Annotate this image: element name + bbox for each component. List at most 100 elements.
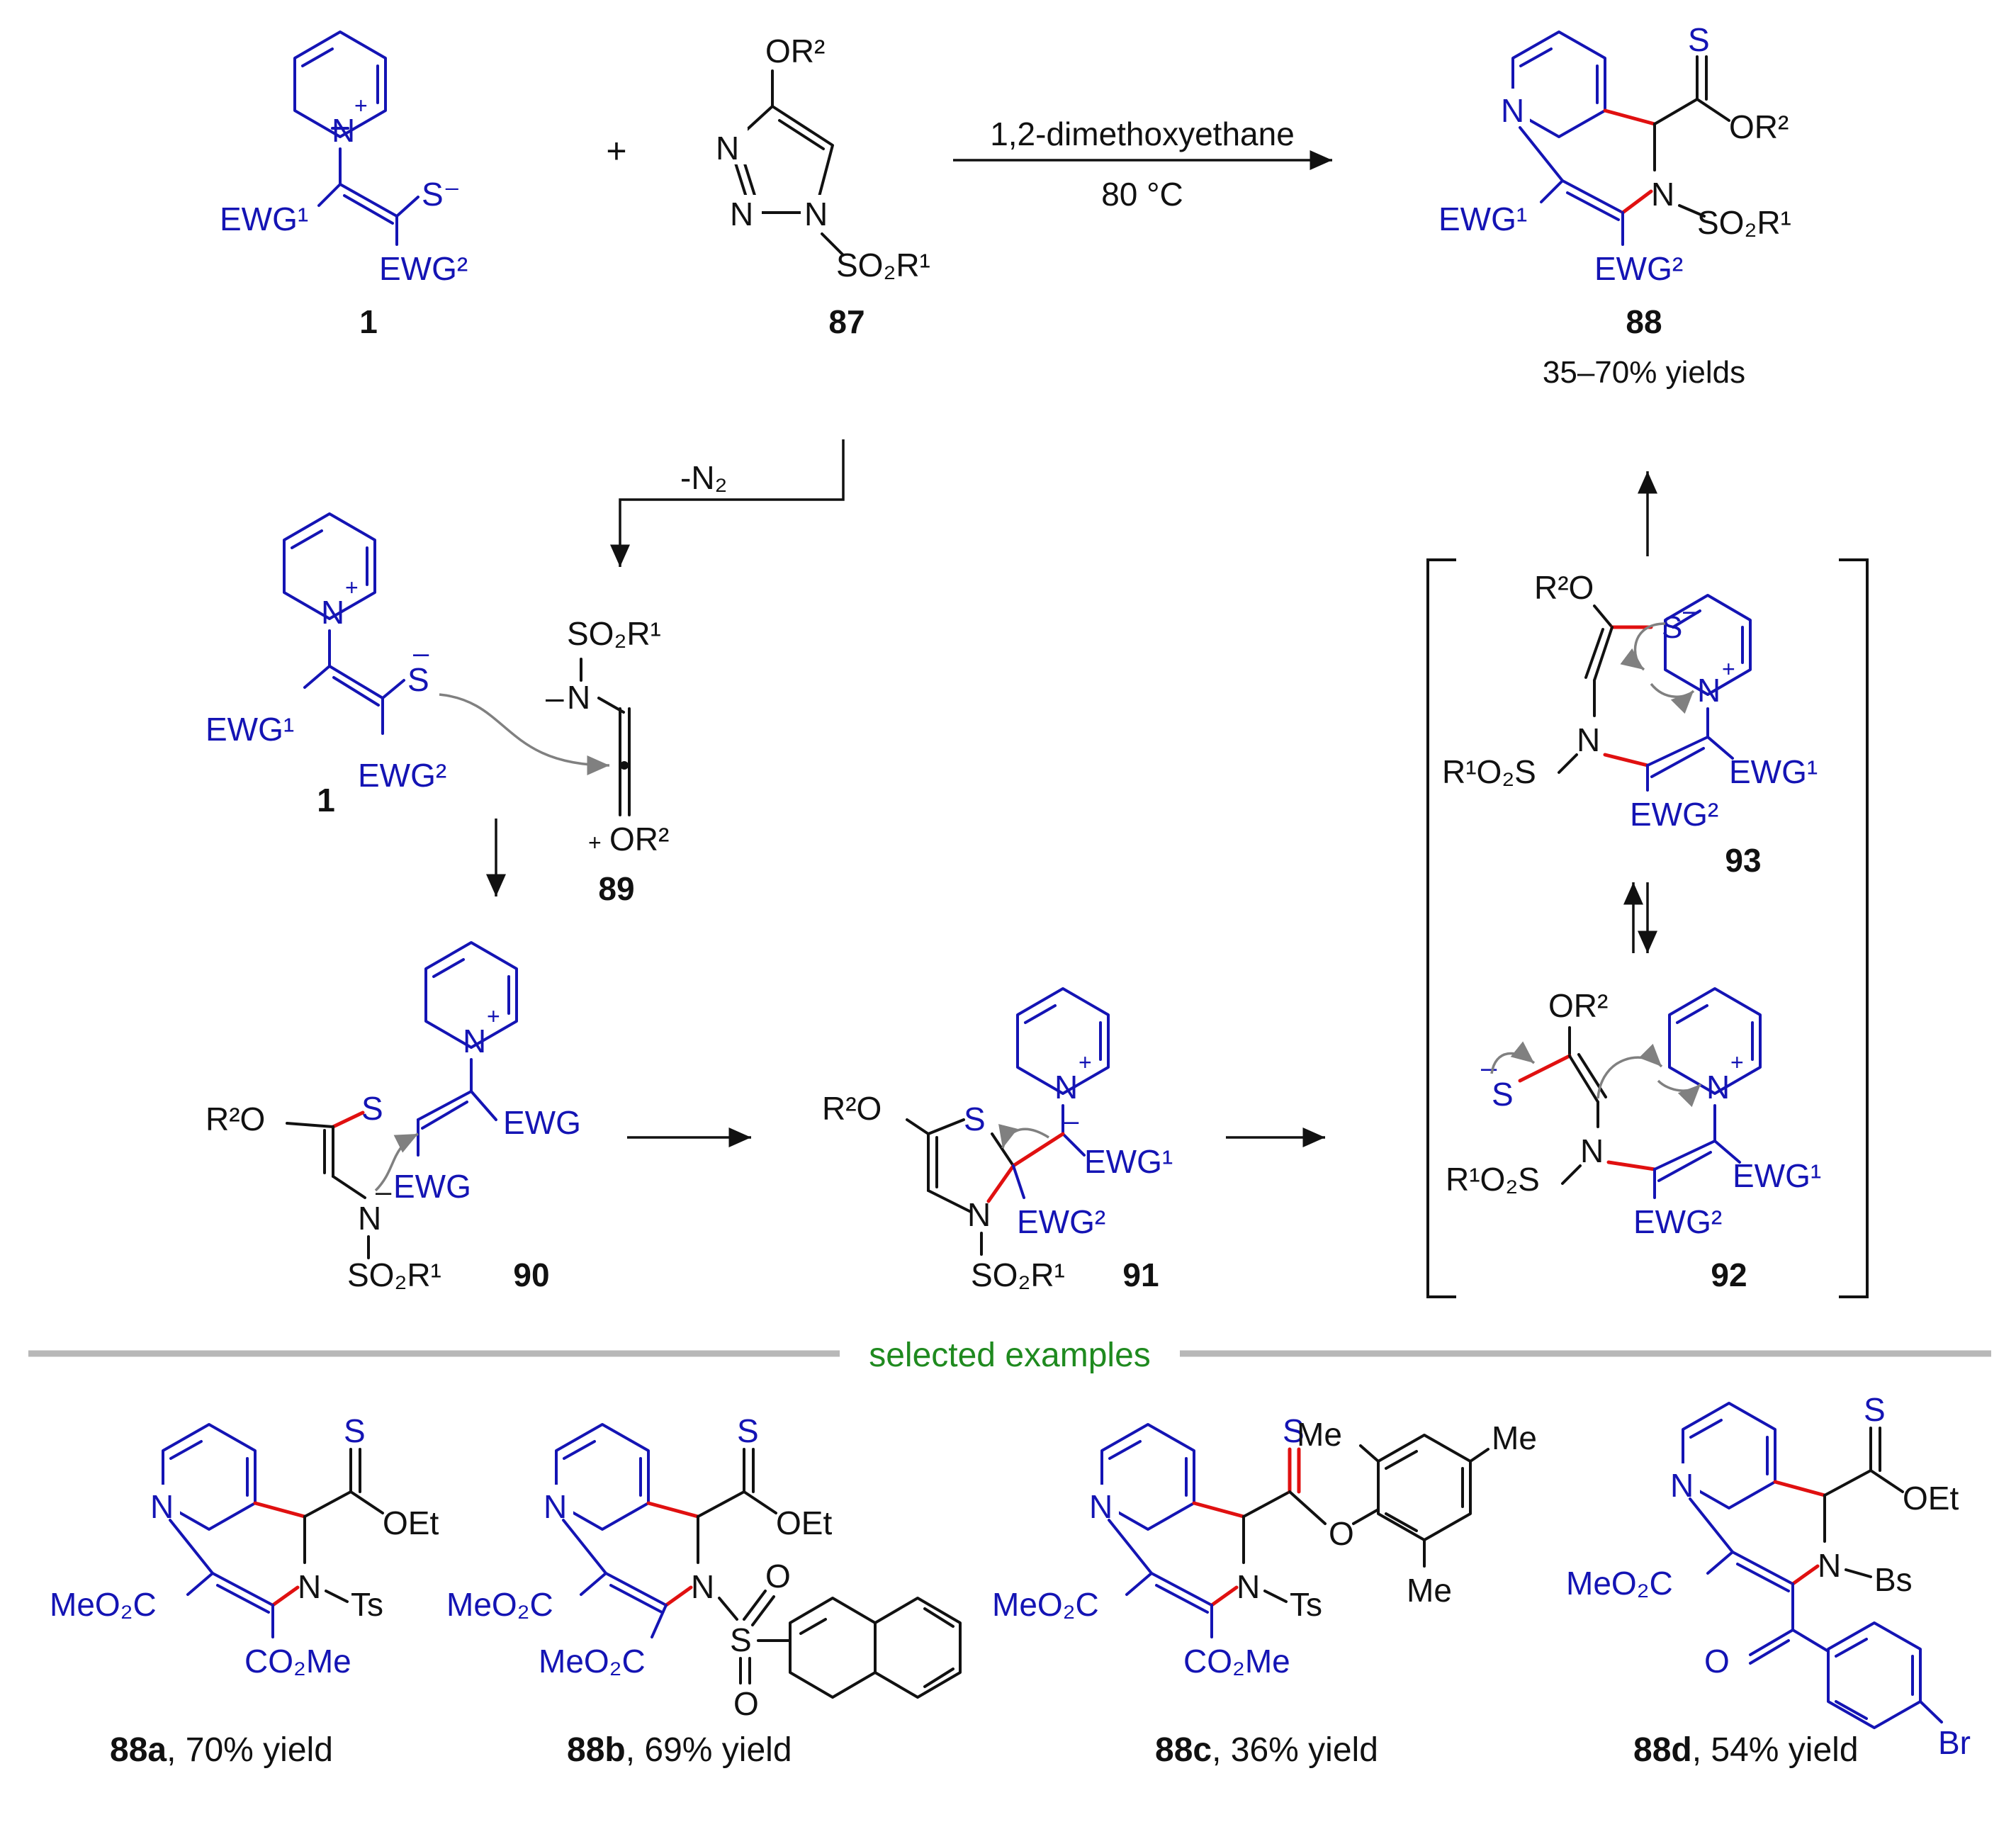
c88-so2r1: SO₂R¹: [1697, 204, 1791, 241]
n-atom: N: [567, 679, 590, 716]
temperature-label: 80 °C: [1101, 176, 1183, 213]
c1m-ewg1: EWG¹: [205, 711, 294, 748]
ketone-o: O: [1704, 1643, 1730, 1680]
n-atom: N: [1697, 672, 1721, 709]
methyl: Me: [1297, 1416, 1342, 1453]
n-atom: N: [1054, 1069, 1078, 1106]
methyl: Me: [1492, 1419, 1537, 1456]
c92-s: S: [1492, 1076, 1514, 1113]
c90-so2r1: SO₂R¹: [347, 1256, 441, 1293]
c87-or2: OR²: [765, 33, 825, 69]
thione-s: S: [1283, 1412, 1305, 1449]
c92-ewg1: EWG¹: [1733, 1157, 1821, 1194]
n-atom: N: [332, 112, 355, 149]
triazole-n: N: [730, 196, 753, 232]
label-93: 93: [1725, 842, 1761, 879]
thione-s: S: [1688, 21, 1710, 58]
c91-ewg2: EWG²: [1017, 1203, 1105, 1240]
ex-ester-left: MeO₂C: [446, 1586, 553, 1623]
example-88a-caption: 88a, 70% yield: [110, 1731, 333, 1769]
ex-oet: OEt: [776, 1505, 832, 1541]
c93-s: S: [1662, 610, 1682, 645]
ex-ester-left: MeO₂C: [992, 1586, 1099, 1623]
plus-charge: +: [354, 93, 368, 118]
n-atom: N: [1580, 1132, 1604, 1169]
n-atom: N: [358, 1200, 381, 1237]
example-88b-caption: 88b, 69% yield: [567, 1731, 792, 1769]
example-88d-caption: 88d, 54% yield: [1633, 1731, 1859, 1769]
example-88c: N S O Me Me Me N Ts MeO₂C CO₂Me 88c, 36%…: [992, 1412, 1537, 1769]
anionic-n: –: [546, 679, 564, 716]
n-atom: N: [691, 1568, 714, 1605]
label-1: 1: [359, 303, 378, 340]
n-atom: N: [463, 1023, 486, 1059]
c91-so2r1: SO₂R¹: [971, 1256, 1065, 1293]
n-atom: N: [298, 1568, 321, 1605]
compound-89: SO₂R¹ – N + OR² 89: [546, 615, 669, 907]
c1-ewg2: EWG²: [379, 250, 468, 287]
label-89: 89: [598, 870, 634, 907]
compound-1-top: N + S⁻ EWG¹ EWG² 1: [220, 30, 468, 340]
n-atom: N: [321, 594, 344, 631]
ex-ts: Ts: [351, 1586, 383, 1623]
plus-charge: +: [1722, 656, 1735, 682]
sulfonyl-s: S: [730, 1621, 752, 1658]
c90-ewg-bottom: EWG: [393, 1168, 471, 1205]
plus-charge: +: [1730, 1050, 1744, 1075]
compound-93: R²O S – N + N R¹O₂S EWG¹ EWG² 93: [1442, 569, 1818, 879]
example-88d: N S OEt N Bs MeO₂C O Br 88d, 54% yield: [1566, 1391, 1971, 1769]
c93-ewg2: EWG²: [1630, 796, 1718, 833]
ex-ester-left: MeO₂C: [50, 1586, 157, 1623]
compound-90: N + EWG S EWG R²O N – SO₂R¹ 90: [205, 941, 581, 1293]
triazole-n: N: [716, 130, 739, 167]
n-atom: N: [1818, 1547, 1841, 1584]
ex-ester-bottom: CO₂Me: [244, 1643, 351, 1680]
c92-or2: OR²: [1548, 987, 1608, 1024]
thione-s: S: [1864, 1391, 1886, 1428]
minus-charge: –: [1481, 1052, 1497, 1084]
compound-88: N S OR² N SO₂R¹ EWG¹ EWG² 88 35–70% yiel…: [1438, 21, 1791, 390]
label-90: 90: [513, 1256, 549, 1293]
right-bracket: [1839, 558, 1869, 1298]
n-atom: N: [1237, 1568, 1260, 1605]
ex-ester-left: MeO₂C: [1566, 1565, 1673, 1602]
minus-charge: –: [1683, 595, 1699, 626]
compound-91: N + – EWG¹ S N EWG² R²O SO₂R¹ 91: [822, 987, 1173, 1293]
minus-charge: –: [413, 638, 429, 669]
c87-so2r1: SO₂R¹: [836, 247, 930, 283]
c88-ewg1: EWG¹: [1438, 201, 1527, 237]
c91-r2o: R²O: [822, 1090, 882, 1127]
label-87: 87: [828, 303, 865, 340]
oxocarbenium-plus: +: [588, 830, 602, 855]
nucleophilic-attack-arrow: [439, 693, 610, 775]
aryl-o: O: [1329, 1515, 1354, 1552]
n-atom: N: [1577, 721, 1600, 758]
thione-s: S: [344, 1412, 366, 1449]
thione-s: S: [737, 1412, 759, 1449]
yield-88: 35–70% yields: [1543, 355, 1745, 390]
ex-oet: OEt: [1903, 1480, 1959, 1517]
example-88b: N S OEt N S O O MeO₂C MeO₂C 88b, 69% yie…: [446, 1412, 962, 1769]
selected-examples-heading: selected examples: [869, 1337, 1151, 1374]
methyl: Me: [1407, 1572, 1452, 1609]
example-88a: N S OEt N Ts MeO₂C CO₂Me 88a, 70% yield: [50, 1412, 439, 1769]
ex-ester-bottom: MeO₂C: [539, 1643, 646, 1680]
plus-sign: +: [606, 131, 626, 171]
c90-s: S: [361, 1090, 383, 1127]
n-atom: N: [967, 1196, 991, 1233]
c92-ewg2: EWG²: [1633, 1203, 1722, 1240]
label-88: 88: [1626, 303, 1662, 340]
compound-87: N N N OR² SO₂R¹ 87: [712, 33, 930, 340]
plus-charge: +: [345, 575, 359, 600]
c89-so2r1: SO₂R¹: [567, 615, 661, 652]
compound-1-mech: N + S – EWG¹ EWG² 1: [205, 512, 446, 819]
n2-loss-arrow: [610, 439, 845, 567]
c93-r1o2s: R¹O₂S: [1442, 753, 1536, 790]
label-91: 91: [1122, 1256, 1159, 1293]
plus-charge: +: [1079, 1050, 1092, 1075]
c1-thiolate: S⁻: [422, 176, 461, 213]
c91-ewg1: EWG¹: [1084, 1143, 1173, 1180]
left-bracket: [1426, 558, 1456, 1298]
plus-charge: +: [487, 1003, 500, 1029]
thiolate-s: S: [407, 661, 429, 698]
